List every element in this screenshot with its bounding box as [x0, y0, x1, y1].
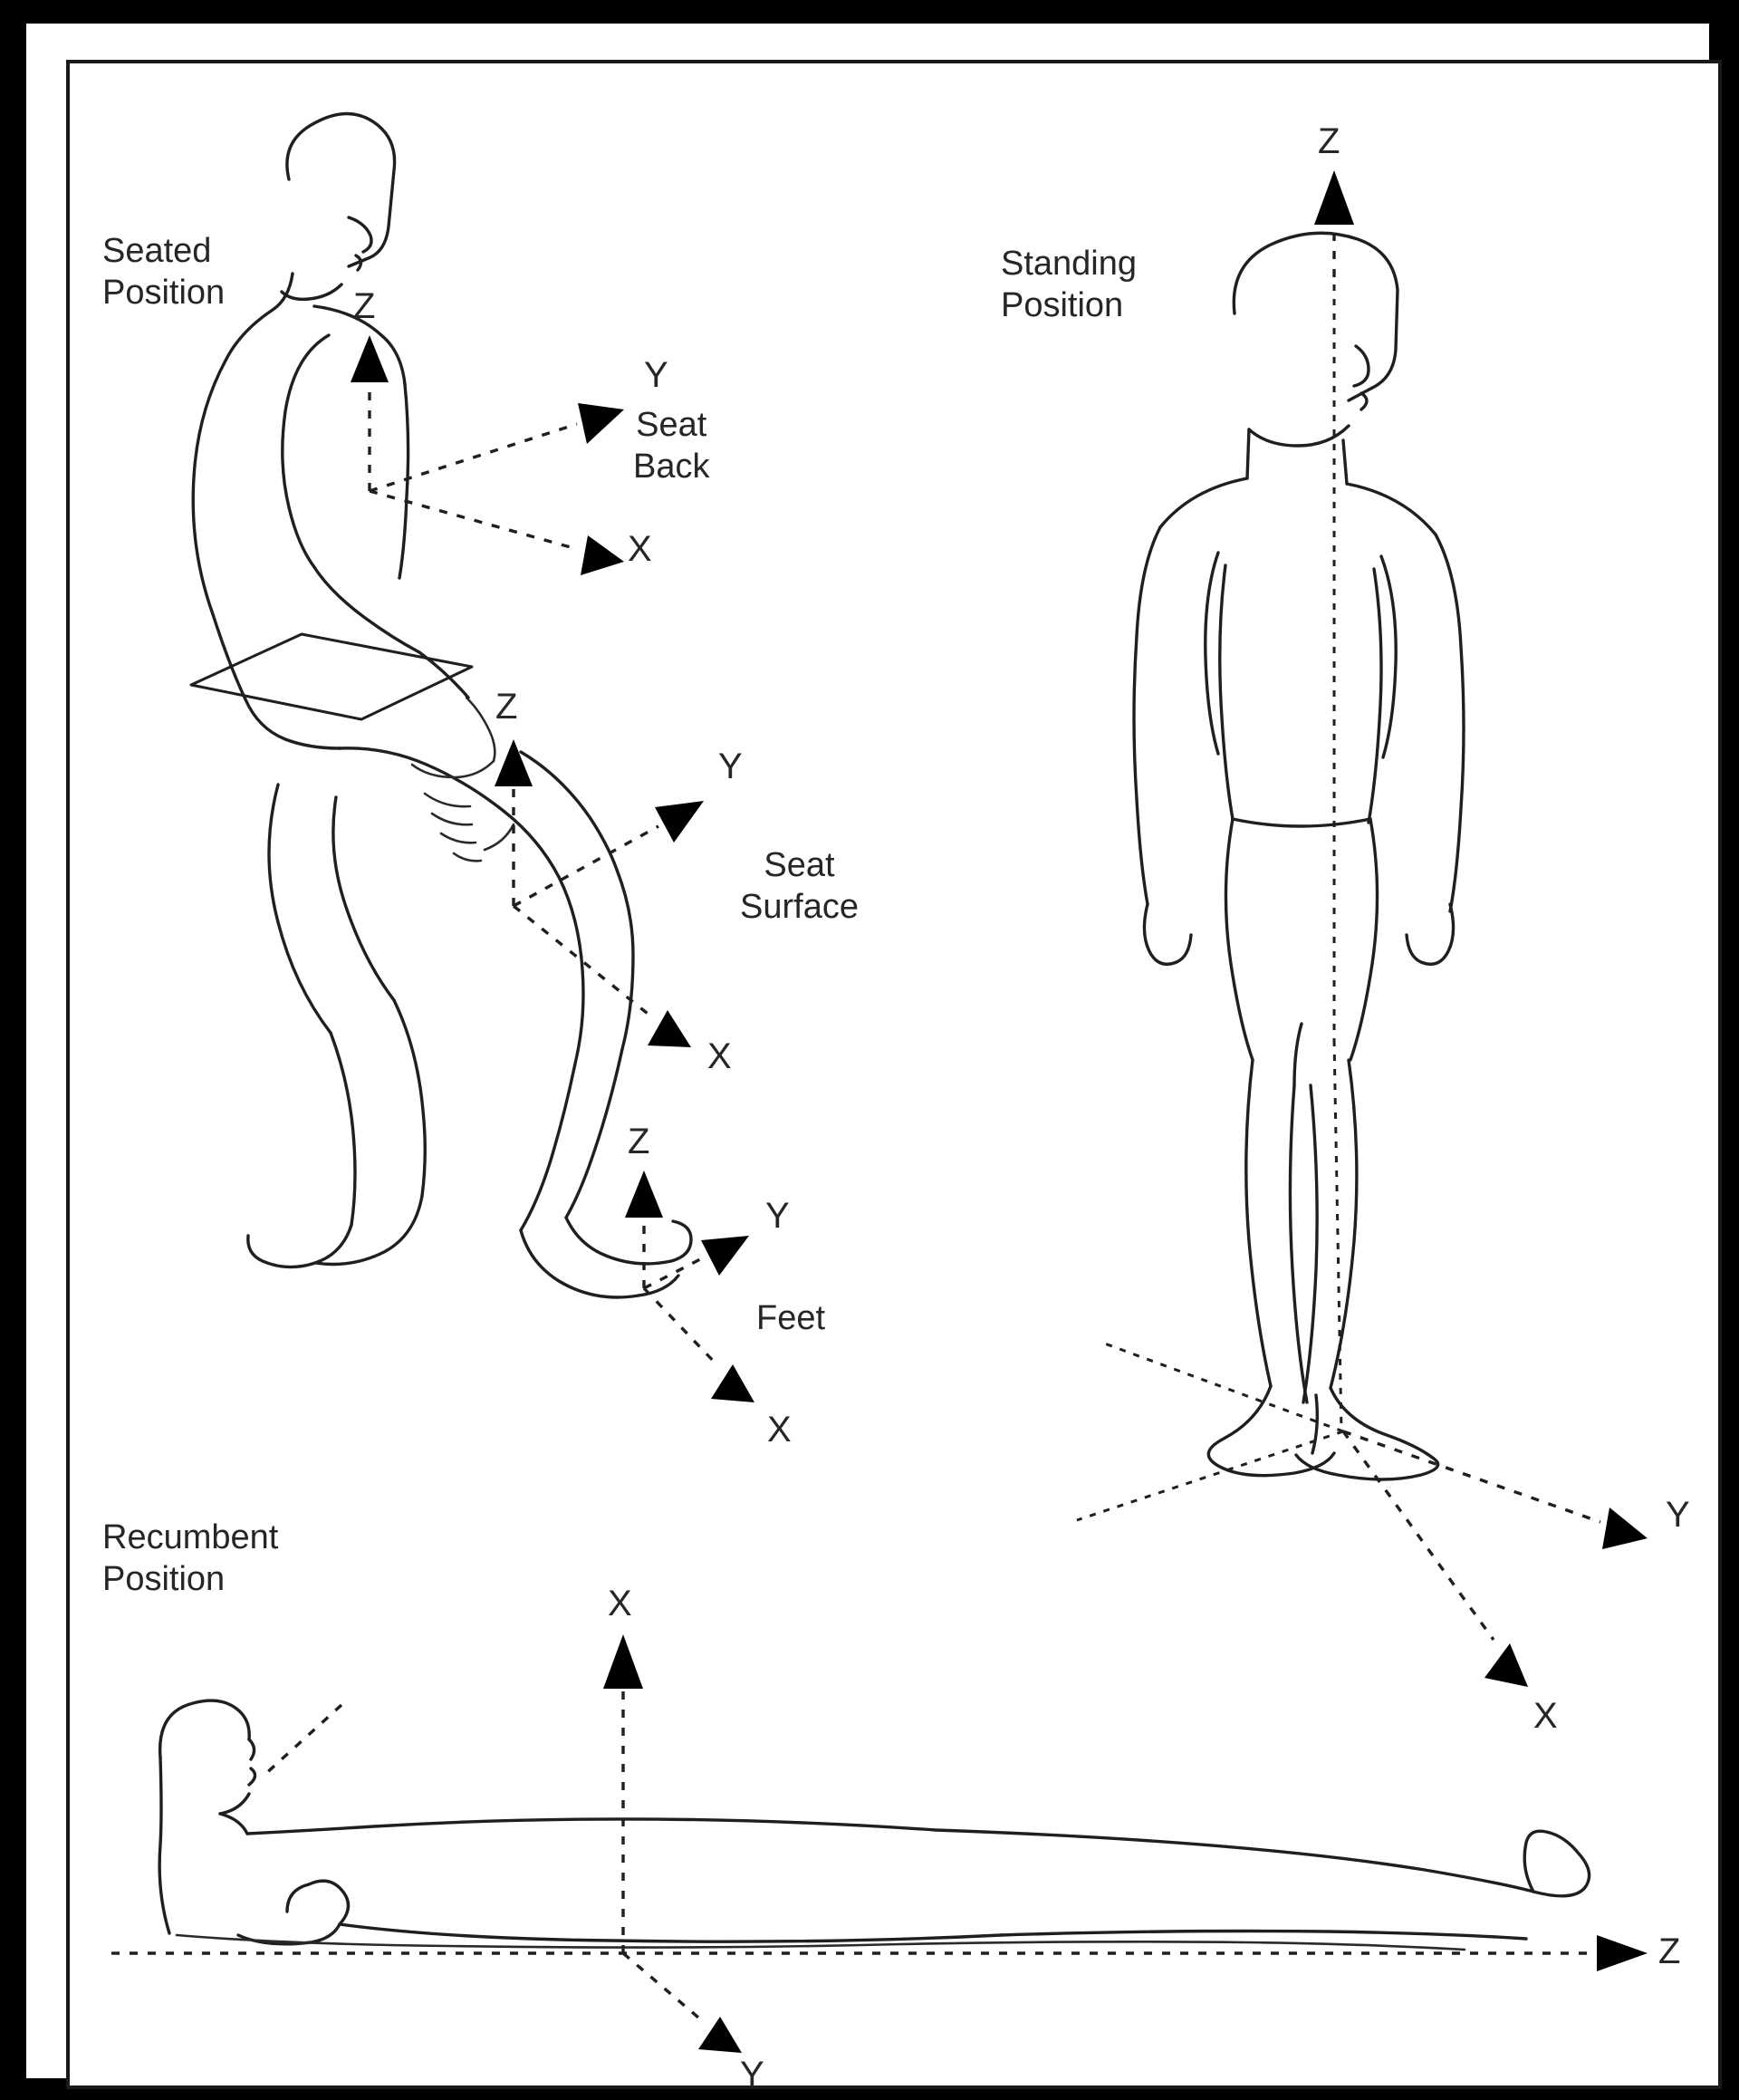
- recumbent-axis-z-label: Z: [1658, 1931, 1681, 1971]
- recumbent-axes: [111, 1634, 1648, 2053]
- standing-axes: [1076, 170, 1648, 1687]
- seated-feet-axis-z-label: Z: [628, 1122, 650, 1161]
- seated-figure-outline: [189, 111, 693, 1299]
- seated-seatsurface-axis-x-label: X: [707, 1036, 732, 1076]
- recumbent-figure-outline: [158, 1699, 1591, 1951]
- standing-axis-x-label: X: [1533, 1696, 1558, 1736]
- seated-seatsurface-axis-z-label: Z: [495, 687, 518, 727]
- feet-axes: [625, 1170, 754, 1402]
- standing-figure-outline: [1132, 231, 1465, 1481]
- feet-label: Feet: [756, 1299, 826, 1337]
- seat-surface-axes: [495, 739, 704, 1047]
- seated-seatback-axis-z-label: Z: [353, 286, 376, 326]
- diagram-artwork: [111, 111, 1648, 2053]
- seated-seatback-axis-x-label: X: [628, 529, 652, 569]
- standing-axis-z-label: Z: [1318, 121, 1340, 161]
- seat-back-axes: [351, 335, 624, 575]
- recumbent-axis-y-label: Y: [740, 2055, 764, 2095]
- seated-seatback-axis-y-label: Y: [644, 355, 668, 395]
- seated-seatsurface-axis-y-label: Y: [718, 747, 743, 786]
- standing-axis-y-label: Y: [1666, 1495, 1690, 1535]
- seated-feet-axis-y-label: Y: [765, 1196, 790, 1236]
- seated-feet-axis-x-label: X: [767, 1410, 792, 1450]
- recumbent-axis-x-label: X: [608, 1584, 632, 1623]
